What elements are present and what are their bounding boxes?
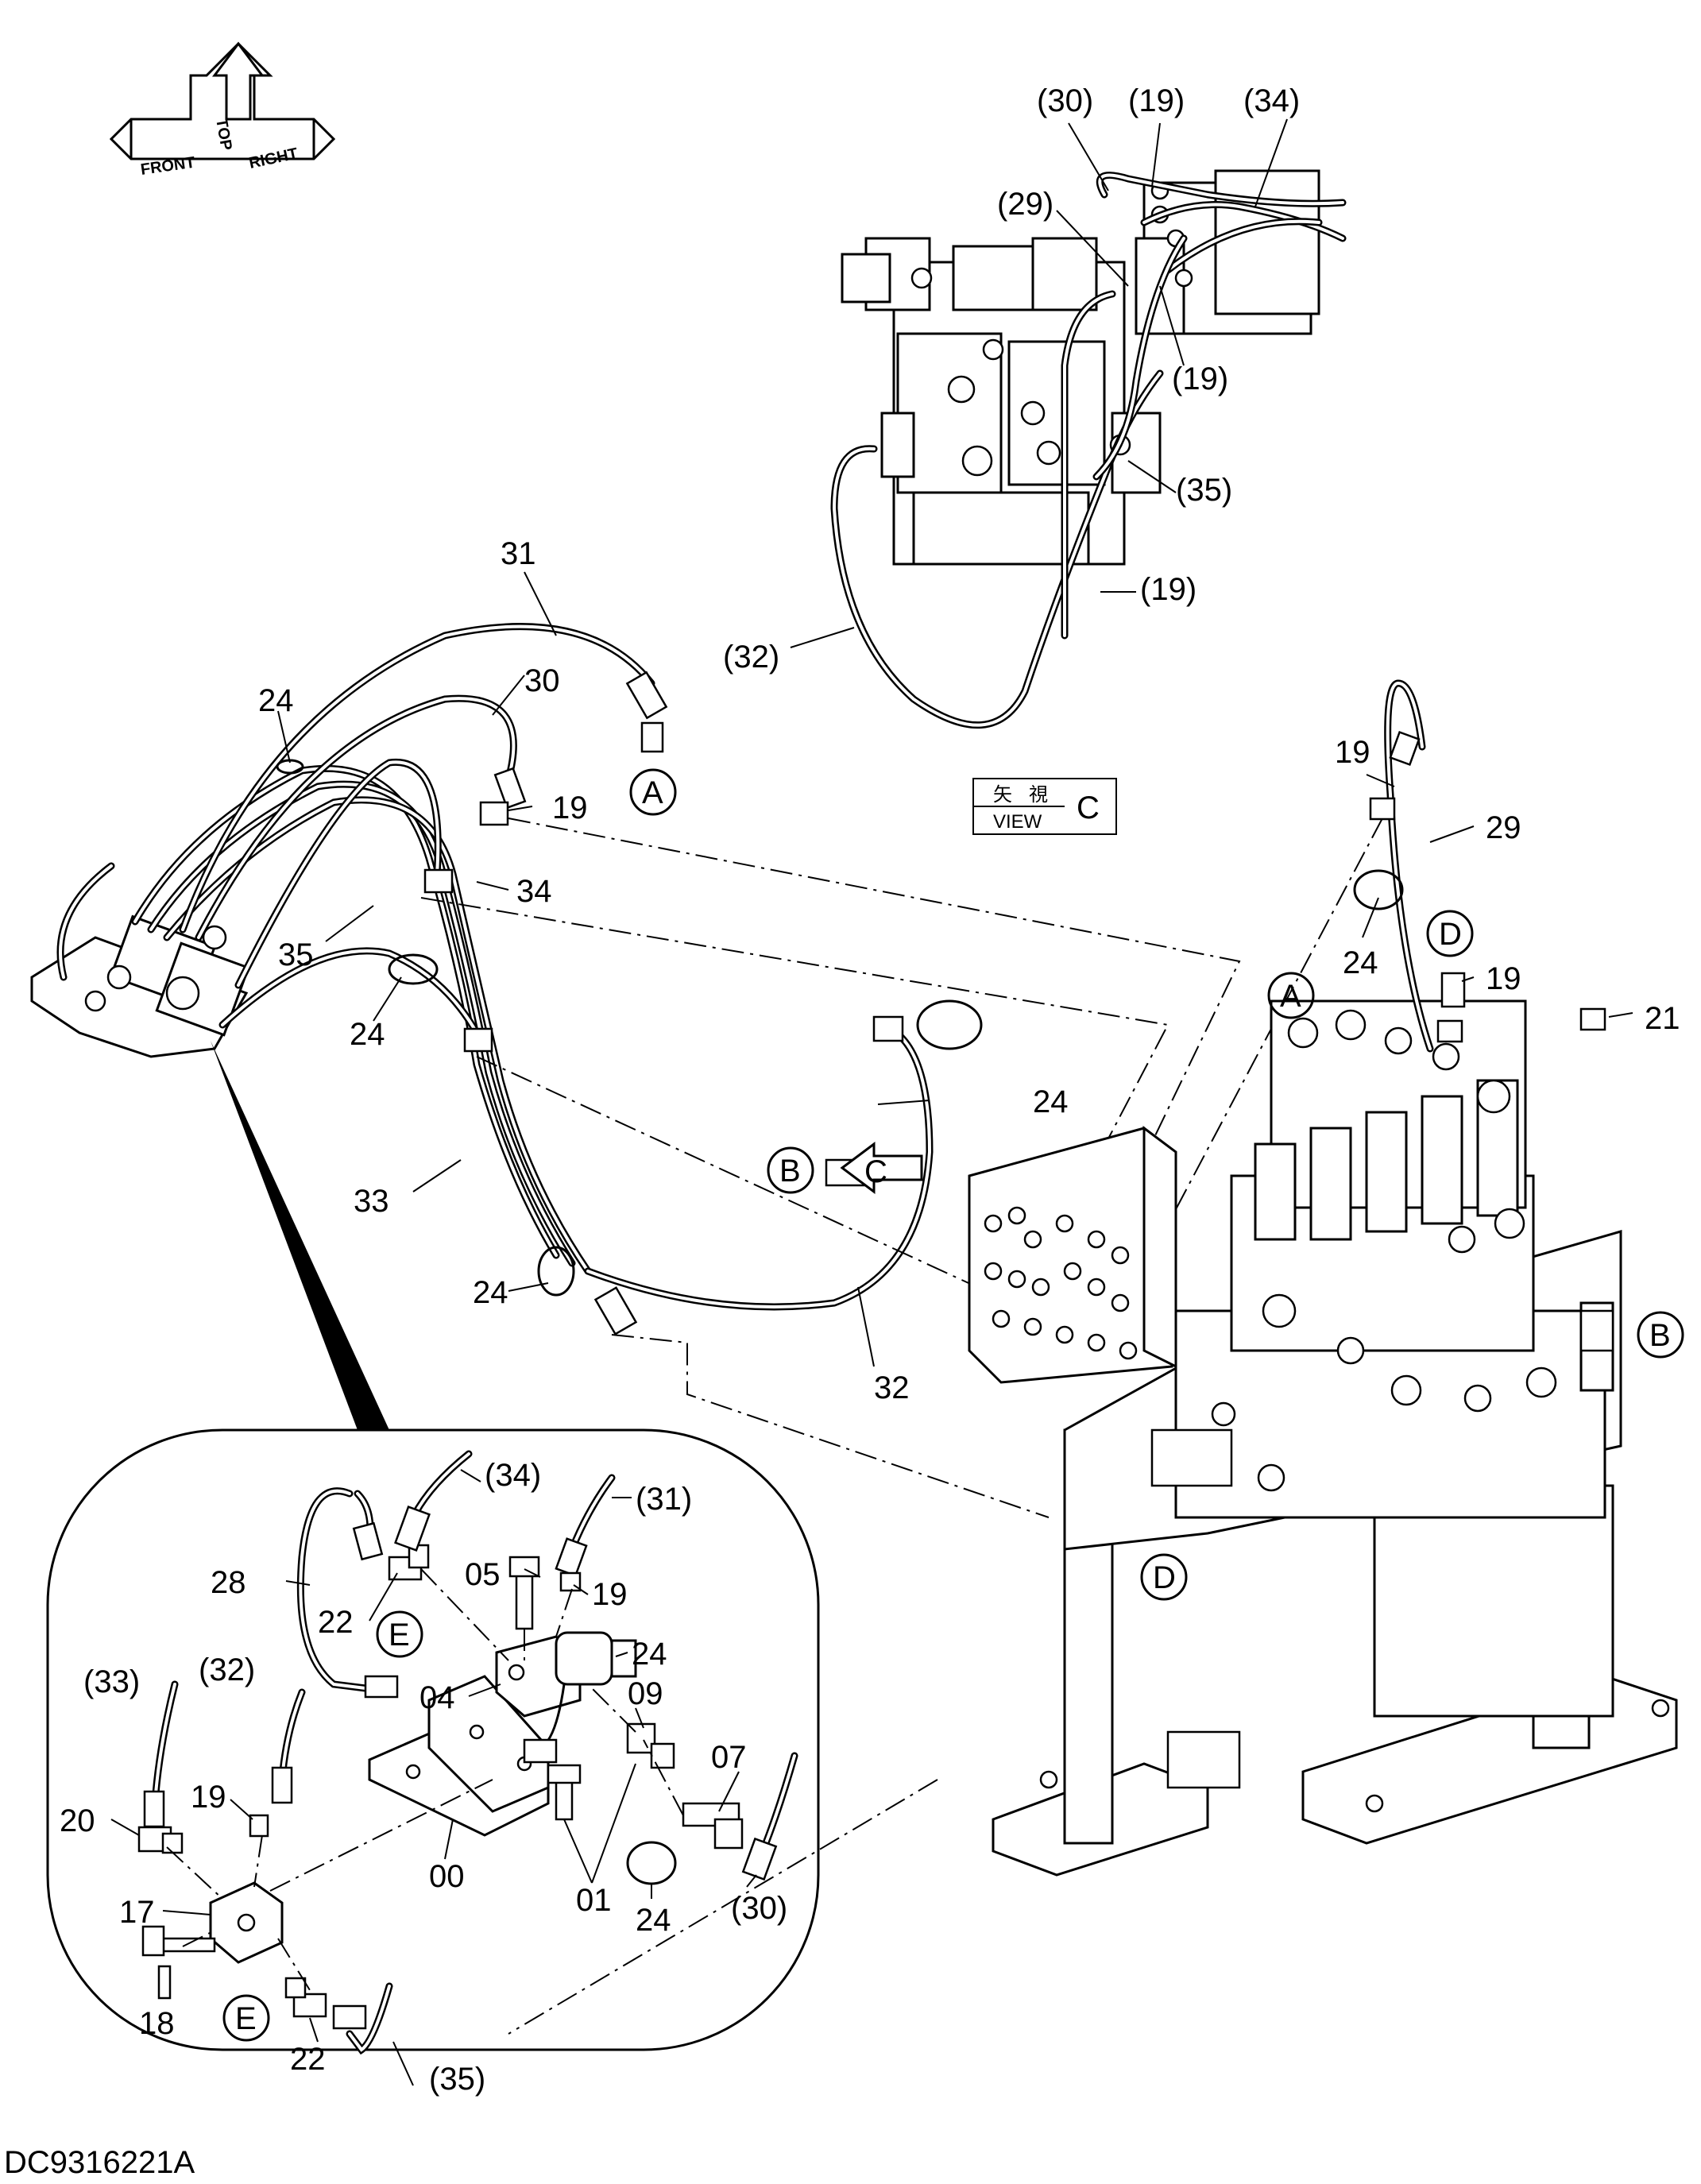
label-ref33-bubble: (33) (83, 1664, 140, 1699)
callout-a-right: A (1267, 972, 1315, 1019)
label-ref30-bubble: (30) (731, 1891, 787, 1926)
label-ref35-top: (35) (1176, 473, 1232, 508)
label-24-b: 24 (350, 1017, 385, 1052)
svg-text:E: E (235, 2001, 257, 2036)
label-24-bubble-b: 24 (636, 1903, 671, 1938)
label-31: 31 (501, 536, 536, 571)
label-ref29-top: (29) (997, 187, 1053, 222)
label-ref30-top: (30) (1037, 83, 1093, 118)
callout-d-right-bottom: D (1140, 1553, 1188, 1601)
label-35: 35 (278, 937, 314, 972)
view-kanji-1: 矢 (993, 784, 1012, 806)
drawing-id: DC9316221A (4, 2145, 195, 2180)
label-32: 32 (874, 1370, 910, 1405)
label-24-right: 24 (1343, 945, 1378, 980)
orientation-arrow: FRONT TOP RIGHT (109, 41, 336, 179)
label-ref19-low: (19) (1140, 572, 1196, 607)
callout-c-arrow: C (864, 1154, 887, 1189)
label-ref31-bubble: (31) (636, 1482, 692, 1517)
svg-text:D: D (1439, 917, 1462, 952)
label-34: 34 (516, 874, 552, 909)
view-c-valve-assembly (790, 118, 1347, 729)
label-19-bubble-b: 19 (191, 1780, 226, 1815)
view-word: VIEW (993, 811, 1042, 833)
svg-text:B: B (1649, 1318, 1671, 1353)
callout-b-right: B (1637, 1311, 1684, 1359)
label-20: 20 (60, 1803, 95, 1838)
label-22-b: 22 (290, 2042, 326, 2077)
label-29: 29 (1486, 810, 1521, 845)
label-00: 00 (429, 1859, 465, 1894)
view-letter: C (1077, 790, 1100, 825)
callout-b-left: B (767, 1146, 814, 1194)
label-ref34-top: (34) (1243, 83, 1300, 118)
callout-e-bubble-bottom: E (222, 1994, 270, 2042)
left-solenoid-assembly: C (30, 571, 983, 1367)
view-kanji-2: 視 (1029, 784, 1048, 806)
label-05: 05 (465, 1557, 501, 1592)
label-ref34-bubble: (34) (485, 1458, 541, 1493)
label-19-bubble-a: 19 (592, 1577, 628, 1612)
label-ref35-bubble: (35) (429, 2062, 485, 2097)
svg-text:B: B (779, 1154, 801, 1189)
label-19-right-top: 19 (1335, 735, 1370, 770)
label-ref19-top: (19) (1128, 83, 1185, 118)
callout-e-bubble-top: E (376, 1610, 423, 1658)
callout-d-right-top: D (1426, 910, 1474, 957)
label-22-a: 22 (318, 1605, 354, 1640)
label-19-a: 19 (552, 790, 588, 825)
label-24-bubble-a: 24 (632, 1637, 667, 1672)
label-17: 17 (119, 1895, 155, 1930)
label-24-a: 24 (258, 683, 294, 718)
label-18: 18 (139, 2006, 175, 2041)
label-30: 30 (524, 663, 560, 698)
label-01: 01 (576, 1883, 612, 1918)
label-ref19-mid: (19) (1172, 361, 1228, 396)
callout-a-left: A (629, 768, 677, 816)
label-21: 21 (1645, 1001, 1680, 1036)
svg-text:D: D (1153, 1560, 1176, 1595)
label-24-c: 24 (473, 1275, 508, 1310)
label-07: 07 (711, 1740, 747, 1775)
label-ref32-top: (32) (723, 640, 779, 675)
svg-text:A: A (1280, 979, 1301, 1014)
label-24-d: 24 (1033, 1084, 1069, 1119)
svg-text:E: E (389, 1618, 410, 1652)
label-28: 28 (211, 1565, 246, 1600)
control-valve-main (968, 679, 1678, 1877)
view-c-caption: 矢 視 VIEW C (972, 778, 1117, 835)
detail-bubble (46, 1041, 820, 2086)
label-09: 09 (628, 1676, 663, 1711)
label-04: 04 (419, 1680, 455, 1715)
label-33: 33 (354, 1184, 389, 1219)
svg-text:A: A (642, 775, 663, 810)
label-ref32-bubble: (32) (199, 1652, 255, 1687)
label-19-right: 19 (1486, 961, 1521, 996)
